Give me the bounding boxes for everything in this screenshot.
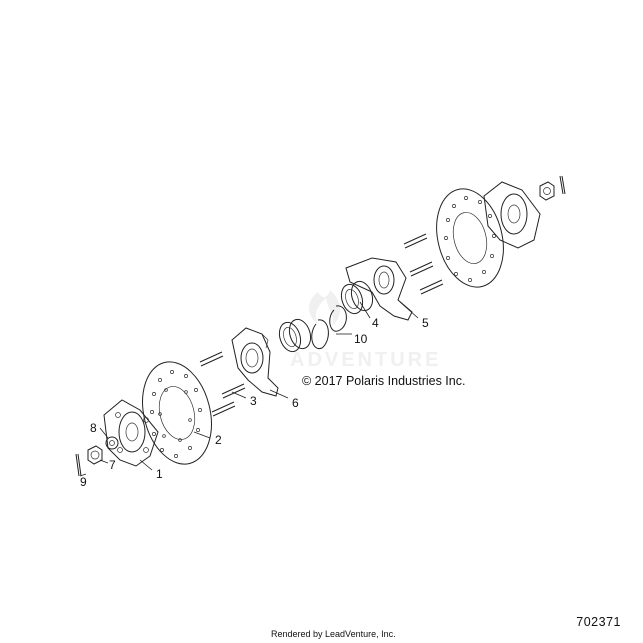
callout-10: 10 xyxy=(354,332,368,346)
snap-ring-left xyxy=(311,319,329,350)
leader-lines xyxy=(79,301,419,477)
snap-ring-right xyxy=(329,305,347,332)
callout-8: 8 xyxy=(90,421,97,435)
wheel-studs-right xyxy=(403,233,444,295)
copyright-notice: © 2017 Polaris Industries Inc. xyxy=(302,374,466,388)
brake-disc-left xyxy=(142,361,212,465)
cotter-pin-right xyxy=(559,175,566,195)
diagram-part-number: 702371 xyxy=(576,615,621,629)
wheel-bearing-right xyxy=(340,280,374,315)
callout-1: 1 xyxy=(156,467,163,481)
callout-2: 2 xyxy=(215,433,222,447)
castle-nut xyxy=(87,445,103,465)
wheel-bearing-left xyxy=(278,318,312,353)
callout-7: 7 xyxy=(109,458,116,472)
watermark-text: ADVENTURE xyxy=(290,349,441,371)
steering-knuckle-left xyxy=(231,327,279,397)
steering-knuckle-right xyxy=(345,257,413,321)
wheel-hub-right xyxy=(483,181,541,249)
castle-nut-right xyxy=(539,181,555,201)
callout-6: 6 xyxy=(292,396,299,410)
brake-disc-right xyxy=(436,188,504,288)
callouts: 1 2 3 4 5 6 7 8 9 10 xyxy=(80,316,429,489)
wheel-hub xyxy=(103,399,159,467)
washer xyxy=(105,436,119,450)
callout-9: 9 xyxy=(80,475,87,489)
wheel-studs-left xyxy=(199,351,246,417)
callout-3: 3 xyxy=(250,394,257,408)
callout-4: 4 xyxy=(372,316,379,330)
rendered-by-credit: Rendered by LeadVenture, Inc. xyxy=(271,629,396,639)
callout-5: 5 xyxy=(422,316,429,330)
cotter-pin xyxy=(75,453,82,477)
watermark: ADVENTURE xyxy=(290,290,441,371)
